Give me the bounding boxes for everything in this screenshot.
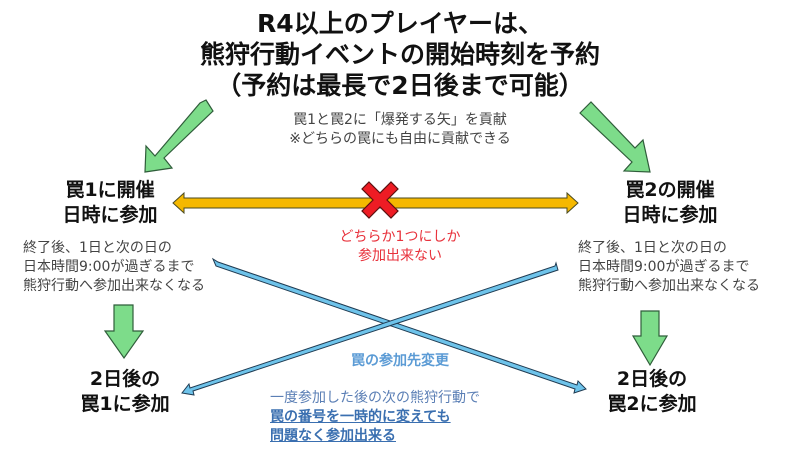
switch-desc: 一度参加した後の次の熊狩行動で 罠の番号を一時的に変えても 問題なく参加出来る: [270, 389, 550, 446]
switch-arrow-to-trap1: [181, 261, 559, 396]
switch-emphasis-line: 罠の番号を一時的に変えても: [270, 409, 451, 425]
switch-desc-line: 一度参加した後の次の熊狩行動で: [270, 390, 480, 406]
trap2-cooldown-desc: 終了後、1日と次の日の 日本時間9:00が過ぎるまで 熊狩行動へ参加出来なくなる: [578, 239, 798, 296]
exclusive-note: どちらか1つにしか 参加出来ない: [300, 228, 500, 266]
note-line: 罠1と罠2に「爆発する矢」を貢献: [293, 112, 507, 128]
label-line: 日時に参加: [62, 204, 158, 226]
result-line: 2日後の: [616, 368, 688, 390]
page-title: R4以上のプレイヤーは、 熊狩行動イベントの開始時刻を予約 （予約は最長で2日後…: [0, 8, 800, 101]
exclusive-line: 参加出来ない: [358, 248, 442, 264]
arrow-to-trap2: [579, 101, 651, 173]
trap2-join-label: 罠2の開催 日時に参加: [590, 178, 750, 228]
desc-line: 終了後、1日と次の日の: [23, 240, 172, 256]
label-line: 日時に参加: [622, 204, 718, 226]
arrow-to-trap1: [144, 99, 214, 173]
arrow-down-trap2: [631, 310, 669, 367]
title-line: R4以上のプレイヤーは、: [257, 9, 543, 38]
desc-line: 終了後、1日と次の日の: [578, 240, 727, 256]
result-line: 罠1に参加: [80, 393, 170, 415]
desc-line: 日本時間9:00が過ぎるまで: [23, 259, 195, 275]
desc-line: 熊狩行動へ参加出来なくなる: [23, 278, 205, 294]
trap2-result-label: 2日後の 罠2に参加: [572, 367, 732, 417]
trap1-cooldown-desc: 終了後、1日と次の日の 日本時間9:00が過ぎるまで 熊狩行動へ参加出来なくなる: [23, 239, 243, 296]
title-line: （予約は最長で2日後まで可能）: [216, 71, 584, 100]
exclusive-line: どちらか1つにしか: [339, 229, 461, 245]
title-line: 熊狩行動イベントの開始時刻を予約: [199, 40, 600, 69]
note-line: ※どちらの罠にも自由に貢献できる: [289, 131, 511, 147]
desc-line: 熊狩行動へ参加出来なくなる: [578, 278, 760, 294]
result-line: 罠2に参加: [607, 393, 697, 415]
contribution-note: 罠1と罠2に「爆発する矢」を貢献 ※どちらの罠にも自由に貢献できる: [220, 111, 580, 149]
trap1-result-label: 2日後の 罠1に参加: [45, 367, 205, 417]
cross-icon: [361, 181, 399, 219]
switch-heading: 罠の参加先変更: [351, 353, 449, 369]
result-line: 2日後の: [89, 368, 161, 390]
switch-arrow-to-trap2: [211, 257, 587, 394]
switch-emphasis-line: 問題なく参加出来る: [270, 428, 396, 444]
label-line: 罠2の開催: [625, 179, 715, 201]
arrow-down-trap1: [103, 304, 145, 360]
desc-line: 日本時間9:00が過ぎるまで: [578, 259, 750, 275]
label-line: 罠1に開催: [65, 179, 155, 201]
trap1-join-label: 罠1に開催 日時に参加: [30, 178, 190, 228]
